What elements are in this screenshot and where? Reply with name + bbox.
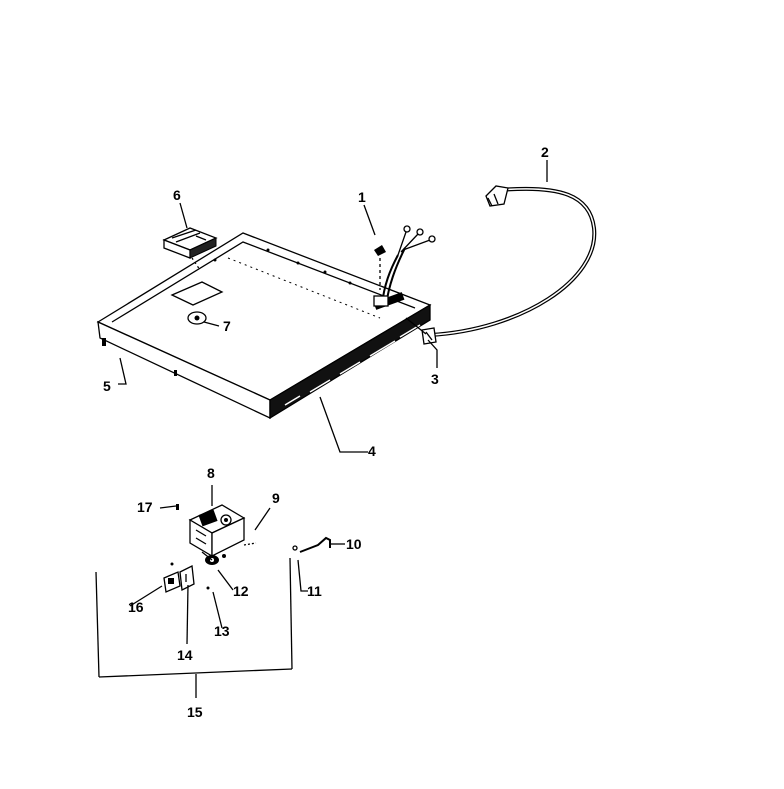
callout-7: 7 [223, 318, 231, 334]
callout-2: 2 [541, 144, 549, 160]
callout-4: 4 [368, 443, 376, 459]
base-panel [96, 232, 432, 420]
nut-part [170, 562, 174, 566]
grommet-part [187, 311, 207, 325]
callout-14: 14 [177, 647, 193, 663]
pin-part [243, 542, 257, 546]
callout-10: 10 [346, 536, 362, 552]
callout-16: 16 [128, 599, 144, 615]
callout-labels: 1 2 3 4 5 6 7 8 9 10 11 12 13 14 15 16 1… [103, 144, 549, 720]
power-cord [405, 185, 597, 345]
block-part [162, 227, 218, 271]
callout-5: 5 [103, 378, 111, 394]
small-bracket [179, 565, 195, 591]
callout-1: 1 [358, 189, 366, 205]
kit-bracket-line [95, 557, 293, 698]
callout-3: 3 [431, 371, 439, 387]
switch-box [188, 504, 246, 558]
callout-8: 8 [207, 465, 215, 481]
callout-11: 11 [307, 583, 322, 599]
plate-part [163, 571, 181, 593]
callout-9: 9 [272, 490, 280, 506]
washer-part [206, 586, 210, 590]
bracket-wire [292, 536, 331, 553]
callout-17: 17 [137, 499, 153, 515]
clamp-part [374, 245, 386, 290]
callout-12: 12 [233, 583, 249, 599]
wire-harness [373, 225, 436, 307]
bushing-part [201, 551, 226, 565]
callout-13: 13 [214, 623, 230, 639]
callout-6: 6 [173, 187, 181, 203]
leader-lines [118, 160, 548, 645]
callout-15: 15 [187, 704, 203, 720]
screw-part [176, 504, 179, 510]
